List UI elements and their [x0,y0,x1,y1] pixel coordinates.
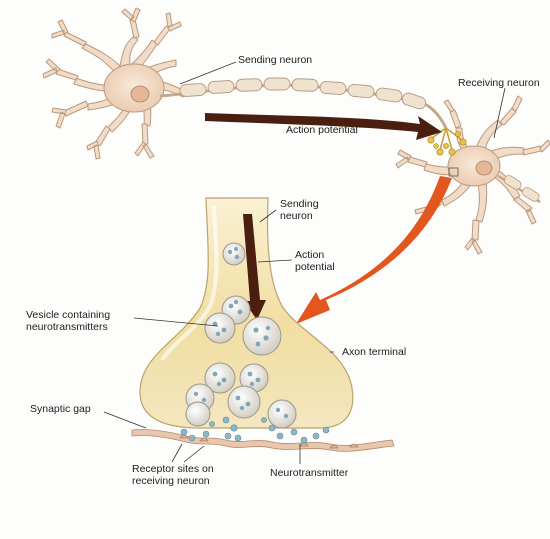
myelin-segment [375,87,402,103]
receiving-membrane [132,429,394,451]
vesicle [186,402,210,426]
myelin-segment [180,83,207,97]
label-action-potential-line2: potential [295,261,335,273]
myelin-segment [348,84,375,98]
label-axon-terminal: Axon terminal [342,346,406,358]
label-sending-neuron-line2: neuron [280,210,313,222]
label-vesicle-line2: neurotransmitters [26,321,108,333]
sending-neuron [43,8,446,159]
label-synaptic-gap: Synaptic gap [30,403,91,415]
myelin-segment [401,92,428,111]
receiving-neuron-nucleus [476,161,492,175]
label-neurotransmitter: Neurotransmitter [270,467,349,479]
vesicle [228,386,260,418]
vesicle [243,317,281,355]
vesicle [223,243,245,265]
myelin-segment [236,79,262,92]
myelin-segment [320,81,347,95]
myelin-segment [292,79,318,92]
label-action-potential-line1: Action [295,249,324,261]
label-sending-neuron-line1: Sending [280,198,319,210]
label-receptor-line1: Receptor sites on [132,463,214,475]
sending-neuron-nucleus [131,86,149,102]
axon-terminal-zoom [132,198,394,451]
myelin-segment [208,80,235,94]
myelin-segment [264,78,290,90]
vesicle [268,400,296,428]
myelin-segment [521,186,541,203]
vesicle [205,313,235,343]
label-receptor-line2: receiving neuron [132,475,210,487]
label-action-potential-top: Action potential [286,124,358,136]
label-sending-neuron-top: Sending neuron [238,54,312,66]
label-receiving-neuron: Receiving neuron [458,77,540,89]
label-vesicle-line1: Vesicle containing [26,309,110,321]
receiving-neuron-soma [448,146,500,186]
